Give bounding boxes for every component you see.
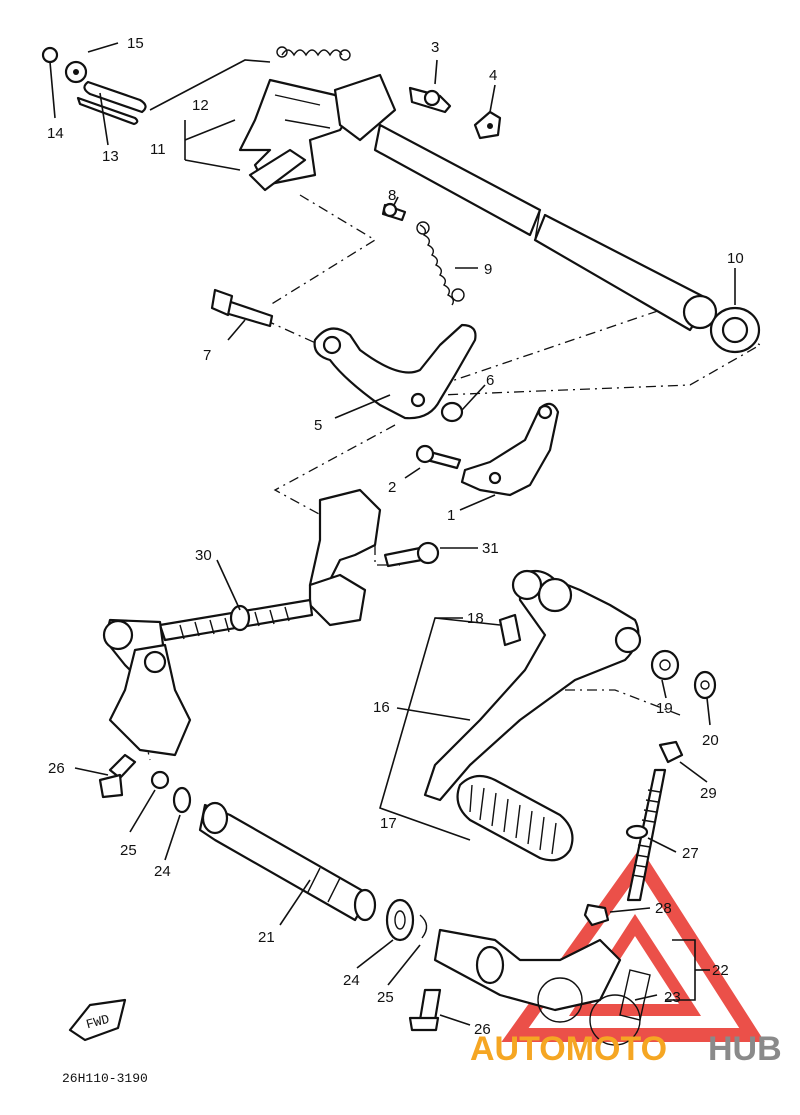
callout-9: 9 [484,261,492,278]
callout-29: 29 [700,785,717,802]
watermark-part1: AUTOMOTO [470,1030,667,1068]
callout-12: 12 [192,97,209,114]
callout-25: 25 [120,842,137,859]
callout-26: 26 [48,760,65,777]
watermark-part2: HUB [708,1030,782,1068]
diagram-code: 26H110-3190 [62,1071,148,1086]
callout-20: 20 [702,732,719,749]
callout-13: 13 [102,148,119,165]
callout-27: 27 [682,845,699,862]
callout-30: 30 [195,547,212,564]
callout-19: 19 [656,700,673,717]
callout-5: 5 [314,417,322,434]
callout-25b: 25 [377,989,394,1006]
callout-7: 7 [203,347,211,364]
callout-14: 14 [47,125,64,142]
callout-24: 24 [154,863,171,880]
fwd-arrow-icon: FWD [68,998,127,1042]
callout-1: 1 [447,507,455,524]
callout-16: 16 [373,699,390,716]
callout-4: 4 [489,67,497,84]
callout-10: 10 [727,250,744,267]
callout-18: 18 [467,610,484,627]
callout-23: 23 [664,989,681,1006]
callout-31: 31 [482,540,499,557]
callout-26b: 26 [474,1021,491,1038]
callout-2: 2 [388,479,396,496]
callout-21: 21 [258,929,275,946]
callout-3: 3 [431,39,439,56]
callout-22: 22 [712,962,729,979]
callout-8: 8 [388,187,396,204]
callout-11: 11 [150,141,166,158]
callout-15: 15 [127,35,144,52]
callout-24b: 24 [343,972,360,989]
fwd-label: FWD [85,1012,112,1033]
callout-17: 17 [380,815,397,832]
watermark-logo: AUTOMOTO HUB [470,1030,782,1068]
callout-28: 28 [655,900,672,917]
callout-6: 6 [486,372,494,389]
